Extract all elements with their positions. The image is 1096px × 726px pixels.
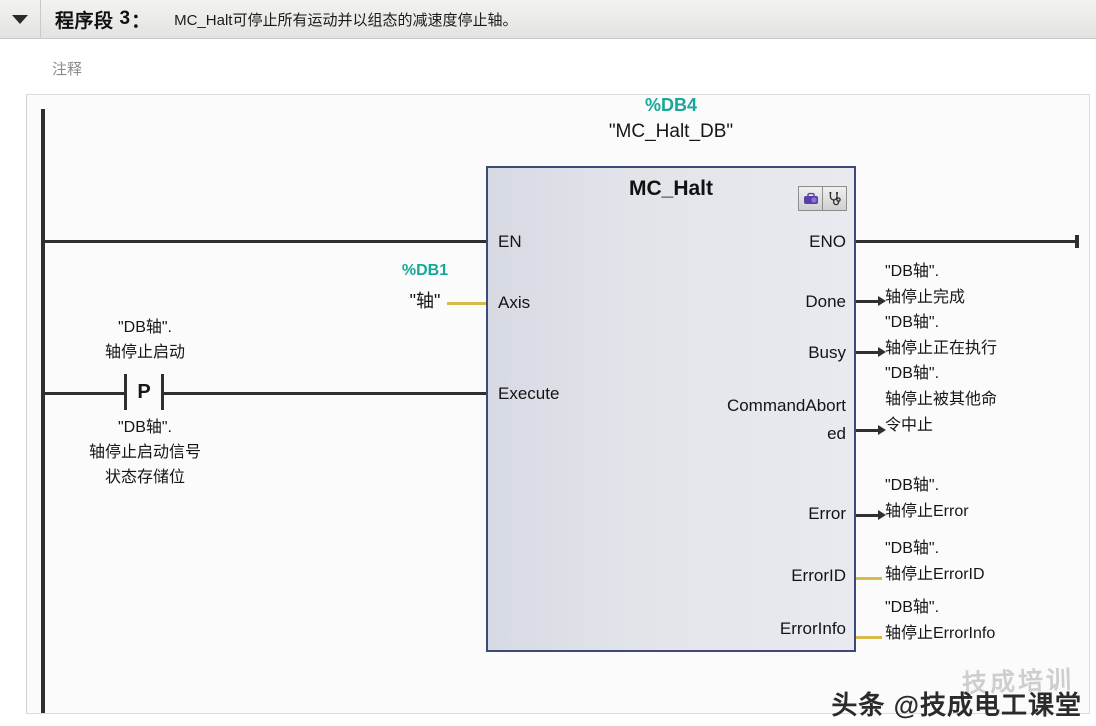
- ladder-diagram-canvas: P "DB轴". 轴停止启动 "DB轴". 轴停止启动信号 状态存储位 %DB1…: [26, 94, 1090, 714]
- command-aborted-operand[interactable]: "DB轴". 轴停止被其他命 令中止: [885, 365, 998, 434]
- wire-en-rung: [43, 240, 488, 243]
- wire-execute-rung-left: [43, 392, 125, 395]
- header-divider: [40, 0, 41, 38]
- network-comment-placeholder[interactable]: 注释: [52, 61, 83, 78]
- pin-error-id[interactable]: ErrorID: [791, 566, 846, 585]
- done-operand[interactable]: "DB轴". 轴停止完成: [885, 263, 966, 306]
- collapse-toggle-button[interactable]: [0, 0, 40, 38]
- function-block-name: MC_Halt: [628, 177, 713, 200]
- arrow-busy-icon: [878, 347, 886, 357]
- wire-axis-operand: [447, 302, 488, 305]
- network-description[interactable]: MC_Halt可停止所有运动并以组态的减速度停止轴。: [174, 11, 518, 29]
- wire-busy: [856, 351, 880, 354]
- pin-busy[interactable]: Busy: [808, 343, 846, 362]
- contact-operand-above[interactable]: "DB轴". 轴停止启动: [104, 319, 185, 361]
- network-comment-row[interactable]: 注释: [0, 39, 1096, 87]
- positive-edge-contact[interactable]: P: [124, 374, 164, 410]
- briefcase-icon[interactable]: [799, 187, 822, 210]
- arrow-done-icon: [878, 296, 886, 306]
- function-block-icon-group: [798, 186, 847, 211]
- busy-operand[interactable]: "DB轴". 轴停止正在执行: [885, 314, 998, 357]
- power-rail: [41, 109, 45, 713]
- function-block-mc-halt[interactable]: MC_Halt EN Axis Exec: [486, 166, 856, 652]
- pin-execute[interactable]: Execute: [498, 384, 560, 403]
- eno-terminal-cap: [1075, 235, 1079, 248]
- contact-p-letter: P: [137, 381, 151, 403]
- axis-operand-db-number: %DB1: [401, 262, 449, 279]
- pin-command-aborted[interactable]: CommandAbort ed: [726, 396, 846, 443]
- network-colon: ：: [131, 10, 151, 32]
- contact-bar-right: [161, 374, 164, 410]
- wire-error-info: [856, 636, 882, 639]
- error-operand[interactable]: "DB轴". 轴停止Error: [885, 477, 969, 520]
- wire-error: [856, 514, 880, 517]
- network-header-bar: 程序段 3 ： MC_Halt可停止所有运动并以组态的减速度停止轴。: [0, 0, 1096, 39]
- pin-axis[interactable]: Axis: [498, 293, 531, 312]
- triangle-down-icon: [12, 14, 28, 24]
- contact-operand-below[interactable]: "DB轴". 轴停止启动信号 状态存储位: [88, 419, 201, 486]
- error-id-operand[interactable]: "DB轴". 轴停止ErrorID: [885, 540, 985, 583]
- pin-en[interactable]: EN: [498, 232, 522, 251]
- network-title-label: 程序段: [55, 10, 114, 32]
- wire-execute-rung-right: [162, 392, 488, 395]
- wire-error-id: [856, 577, 882, 580]
- arrow-error-icon: [878, 510, 886, 520]
- pin-error[interactable]: Error: [808, 504, 846, 523]
- stethoscope-icon[interactable]: [822, 187, 846, 210]
- pin-done[interactable]: Done: [805, 292, 846, 311]
- arrow-command-aborted-icon: [878, 425, 886, 435]
- axis-operand-db-name[interactable]: "轴": [409, 291, 441, 311]
- pin-eno[interactable]: ENO: [809, 232, 846, 251]
- network-number: 3: [119, 8, 131, 29]
- block-db-name[interactable]: "MC_Halt_DB": [608, 121, 734, 142]
- wire-eno-rung: [854, 240, 1077, 243]
- wire-done: [856, 300, 880, 303]
- error-info-operand[interactable]: "DB轴". 轴停止ErrorInfo: [885, 599, 996, 642]
- watermark-text: 头条 @技成电工课堂: [831, 690, 1082, 720]
- contact-bar-left: [124, 374, 127, 410]
- wire-command-aborted: [856, 429, 880, 432]
- pin-error-info[interactable]: ErrorInfo: [779, 619, 846, 638]
- block-db-number: %DB4: [644, 95, 697, 115]
